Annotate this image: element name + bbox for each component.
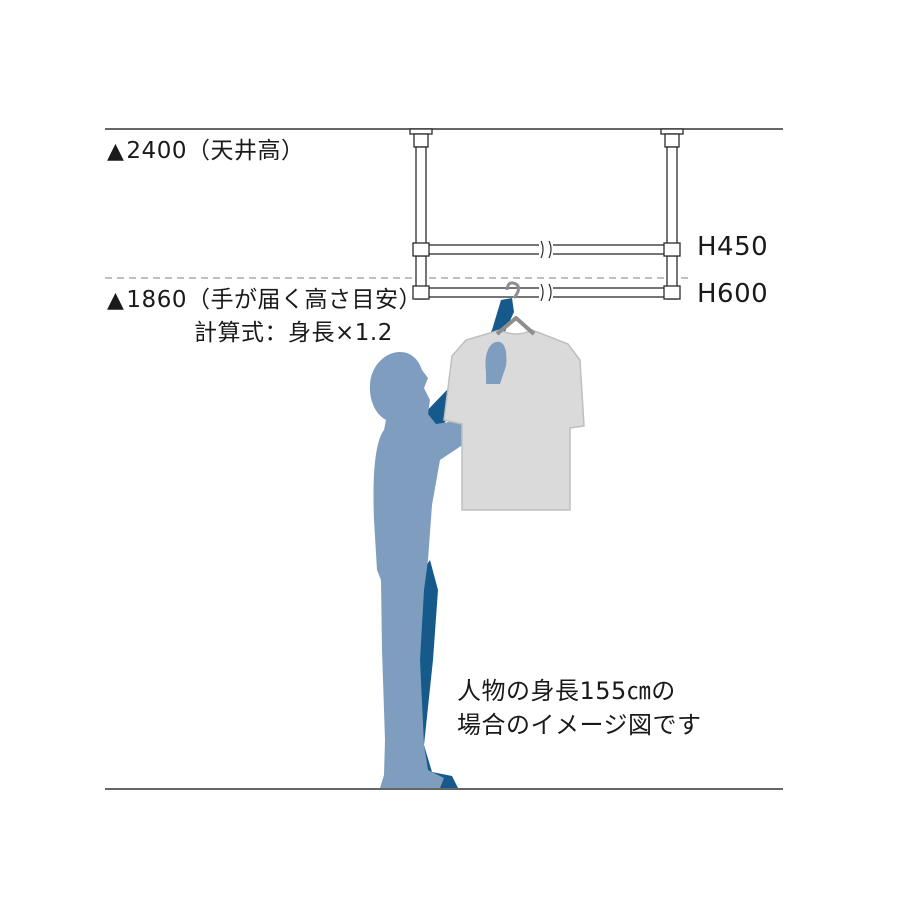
shirt-on-hanger (443, 281, 585, 511)
ceiling-height-value: 2400 (126, 138, 187, 164)
reach-height-label: ▲1860（手が届く高さ目安） (107, 289, 422, 312)
rail-lower (412, 283, 681, 302)
hanger-hook (505, 281, 521, 299)
person-hand (485, 341, 507, 384)
reach-height-value: 1860 (126, 287, 187, 313)
ceiling-height-note: （天井高） (186, 138, 305, 164)
triangle-marker-icon: ▲ (107, 139, 125, 164)
caption-line-1: 人物の身長155㎝の (457, 677, 676, 705)
pole-right (666, 146, 678, 300)
reach-formula: 計算式：身長×1.2 (194, 320, 393, 346)
ceiling-height-label: ▲2400（天井高） (107, 140, 304, 163)
ceiling-mount-right (660, 128, 684, 148)
rail-upper (412, 240, 681, 259)
hanger-bar (495, 316, 536, 336)
rail-lower-label: H600 (697, 279, 769, 309)
pole-left (415, 146, 427, 300)
ceiling-mount-left (409, 128, 433, 148)
reach-height-note: （手が届く高さ目安） (186, 287, 422, 313)
rail-upper-label: H450 (697, 232, 769, 262)
shirt (443, 329, 585, 511)
person-body (369, 345, 506, 788)
caption-line-2: 場合のイメージ図です (457, 711, 702, 739)
triangle-marker-icon: ▲ (107, 288, 125, 313)
